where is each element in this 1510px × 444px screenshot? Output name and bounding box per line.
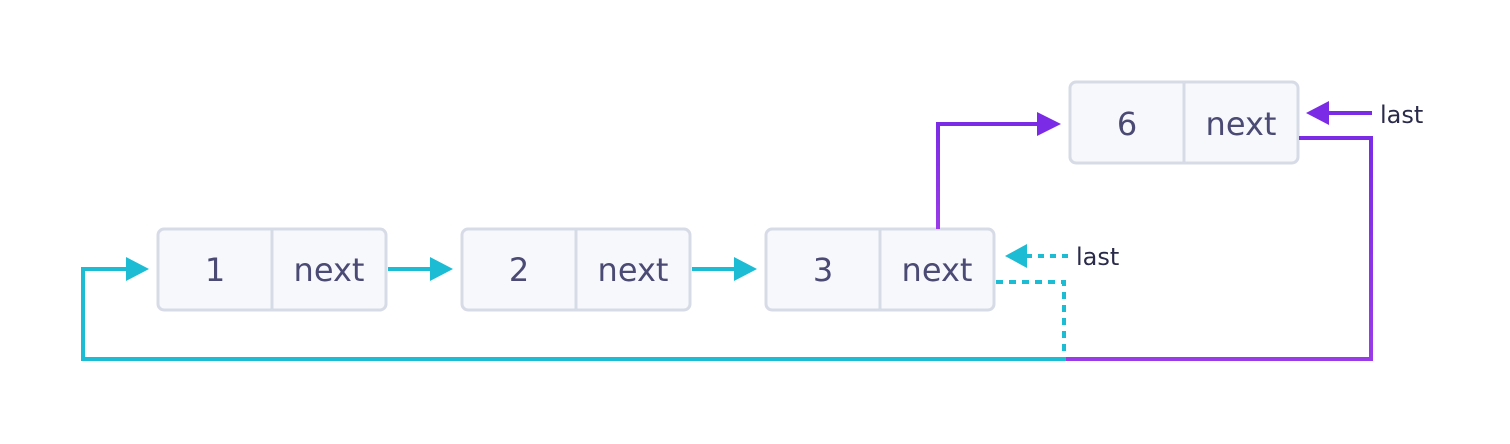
node-6: 6 next [1068, 80, 1300, 165]
node-2: 2 next [460, 227, 692, 312]
old-dotted-link [996, 280, 1066, 357]
link-3-to-6 [936, 112, 1061, 229]
new-circular-link [1066, 136, 1373, 361]
new-last-label: last [1380, 101, 1423, 129]
node-1-next-label: next [294, 251, 365, 289]
new-last-pointer: last [1306, 101, 1423, 129]
old-last-label: last [1076, 243, 1119, 271]
node-2-next-label: next [598, 251, 669, 289]
node-6-value: 6 [1117, 105, 1137, 143]
link-2-to-3 [692, 257, 757, 281]
node-1-value: 1 [205, 251, 225, 289]
node-2-value: 2 [509, 251, 529, 289]
node-6-next-label: next [1206, 105, 1277, 143]
old-circular-link [81, 257, 1066, 361]
node-3-next-label: next [902, 251, 973, 289]
link-1-to-2 [388, 257, 453, 281]
node-3: 3 next [764, 227, 996, 312]
old-last-pointer: last [1005, 243, 1119, 271]
node-3-value: 3 [813, 251, 833, 289]
node-1: 1 next [156, 227, 388, 312]
